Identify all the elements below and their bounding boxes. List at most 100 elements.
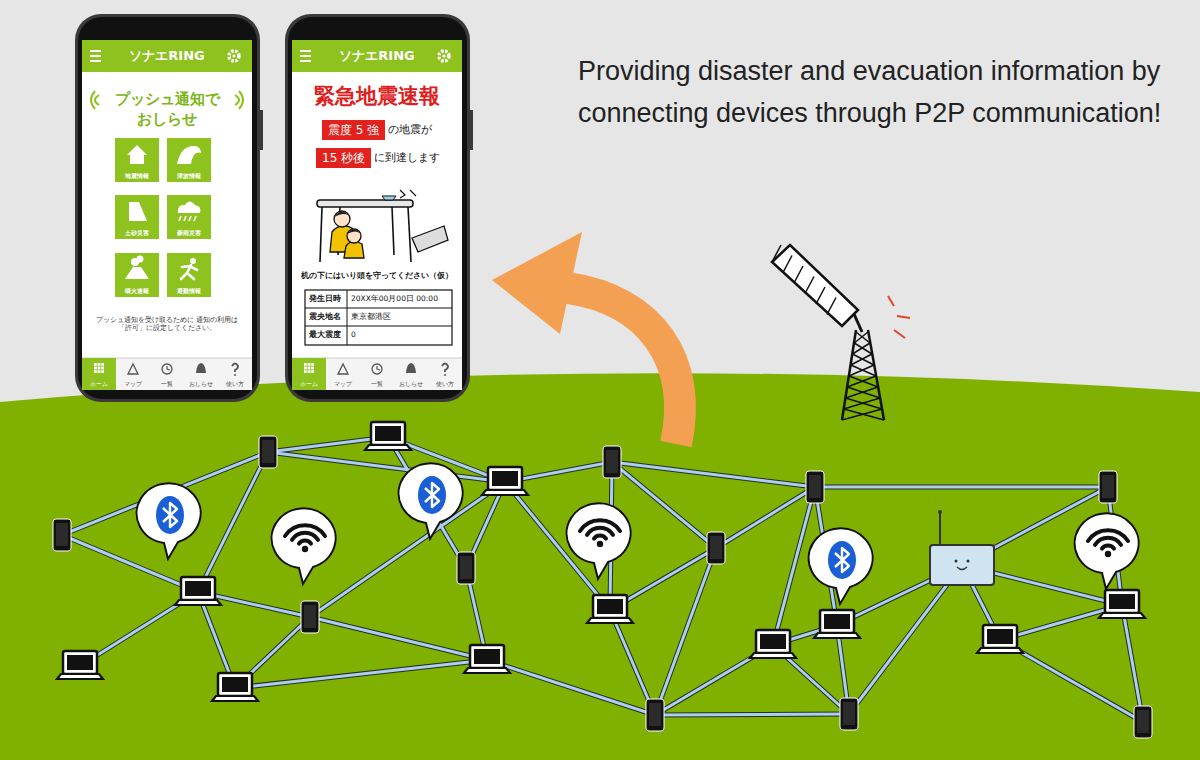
smartphone-icon bbox=[259, 436, 277, 468]
rain-drop bbox=[194, 216, 196, 221]
nav-active bbox=[292, 358, 326, 390]
grid-icon bbox=[311, 367, 314, 370]
bluetooth-badge bbox=[156, 496, 184, 534]
push-notice-heading: プッシュ通知で おしらせ bbox=[107, 90, 227, 129]
menu-button bbox=[115, 138, 159, 182]
table-cell: 東京都港区 bbox=[351, 312, 391, 321]
menu-button bbox=[115, 195, 159, 239]
network-link bbox=[655, 548, 716, 715]
tube-ring bbox=[794, 266, 803, 283]
duck-under-table-illustration bbox=[317, 190, 448, 262]
laptop-screen bbox=[820, 610, 854, 633]
gear-icon bbox=[229, 51, 239, 61]
table-top bbox=[317, 200, 413, 207]
table-leg bbox=[392, 207, 394, 255]
laptop-screen bbox=[488, 467, 522, 490]
wifi-bubble bbox=[1075, 513, 1139, 589]
phone-body bbox=[707, 532, 725, 564]
smoke bbox=[137, 256, 144, 263]
help-icon bbox=[442, 364, 448, 373]
wifi-dot bbox=[1105, 551, 1111, 557]
laptop-base bbox=[1099, 613, 1145, 618]
laptop-screen bbox=[593, 595, 627, 618]
phone-screen bbox=[606, 450, 618, 473]
nav-label: 一覧 bbox=[371, 380, 383, 387]
tube-ring bbox=[816, 287, 825, 304]
gear-hole bbox=[232, 54, 235, 57]
tower-brace bbox=[849, 376, 878, 387]
phone-body bbox=[457, 552, 475, 584]
wifi-bubble bbox=[272, 508, 336, 584]
laptop-base bbox=[750, 653, 796, 658]
network-link bbox=[815, 485, 1108, 490]
network-link bbox=[815, 486, 1108, 489]
phone-body bbox=[259, 436, 277, 468]
button-label: 豪雨災害 bbox=[167, 229, 211, 237]
nav-label: 一覧 bbox=[161, 380, 173, 387]
phone-body bbox=[603, 446, 621, 478]
eye bbox=[955, 560, 958, 563]
table-cell: 20XX年00月00日 00:00 bbox=[351, 294, 438, 303]
grid-icon bbox=[94, 363, 97, 366]
laptop-base bbox=[977, 648, 1023, 653]
network-link bbox=[1122, 605, 1143, 722]
network-link bbox=[487, 660, 655, 715]
nav-label: おしらせ bbox=[189, 380, 213, 387]
laptop-screen bbox=[756, 630, 790, 653]
rain-drop bbox=[189, 216, 191, 221]
fallen-chair bbox=[412, 226, 448, 252]
phone-bezel bbox=[288, 17, 467, 399]
button-label: 避難情報 bbox=[167, 287, 211, 295]
side-button bbox=[470, 110, 473, 150]
laptop-base bbox=[814, 633, 860, 638]
tower-brace bbox=[844, 409, 884, 420]
side-button bbox=[260, 110, 263, 150]
button-label: 土砂災害 bbox=[115, 229, 159, 237]
network-link bbox=[388, 437, 466, 568]
laptop-screen bbox=[63, 651, 97, 674]
laptop-base bbox=[482, 490, 528, 495]
smartphone-icon bbox=[1099, 471, 1117, 503]
table-rule bbox=[347, 290, 348, 345]
cloud-icon bbox=[178, 202, 201, 214]
grid-icon bbox=[98, 367, 101, 370]
laptop-screen bbox=[218, 673, 252, 696]
nav-active bbox=[82, 358, 116, 390]
grid-icon bbox=[101, 370, 104, 373]
tower-brace bbox=[853, 354, 875, 365]
speech-bubble bbox=[399, 463, 463, 539]
gateway-box bbox=[930, 545, 994, 585]
laptop-display bbox=[597, 599, 623, 614]
map-icon bbox=[338, 364, 348, 374]
phone-body bbox=[840, 698, 858, 730]
headline: Providing disaster and evacuation inform… bbox=[578, 50, 1178, 134]
laptop-icon bbox=[1099, 590, 1145, 618]
network-link bbox=[1122, 605, 1143, 722]
laptop-display bbox=[1109, 594, 1135, 609]
signal-mark bbox=[897, 316, 910, 318]
laptop-icon bbox=[365, 422, 411, 450]
cup bbox=[382, 196, 396, 200]
nav-label: ホーム bbox=[300, 380, 318, 387]
bluetooth-badge bbox=[828, 541, 856, 579]
phone-screen bbox=[56, 523, 68, 546]
bluetooth-bubble bbox=[809, 528, 873, 604]
laptop-base bbox=[365, 445, 411, 450]
button-square bbox=[167, 138, 211, 182]
radio-tower bbox=[772, 245, 910, 420]
laptop-screen bbox=[181, 577, 215, 600]
wifi-bubble bbox=[567, 503, 631, 579]
button-square bbox=[167, 253, 211, 297]
network-link bbox=[655, 548, 716, 715]
table-header: 発生日時 bbox=[309, 294, 341, 303]
table-leg bbox=[320, 207, 322, 262]
phone-body bbox=[1099, 471, 1117, 503]
network bbox=[53, 422, 1152, 738]
signal-wave bbox=[239, 91, 243, 109]
table-leg bbox=[408, 207, 411, 262]
phone-frame bbox=[285, 14, 470, 402]
phone-body bbox=[646, 699, 664, 731]
phone-screen bbox=[1102, 475, 1114, 498]
badge-text: 震度 5 強 bbox=[328, 122, 379, 138]
